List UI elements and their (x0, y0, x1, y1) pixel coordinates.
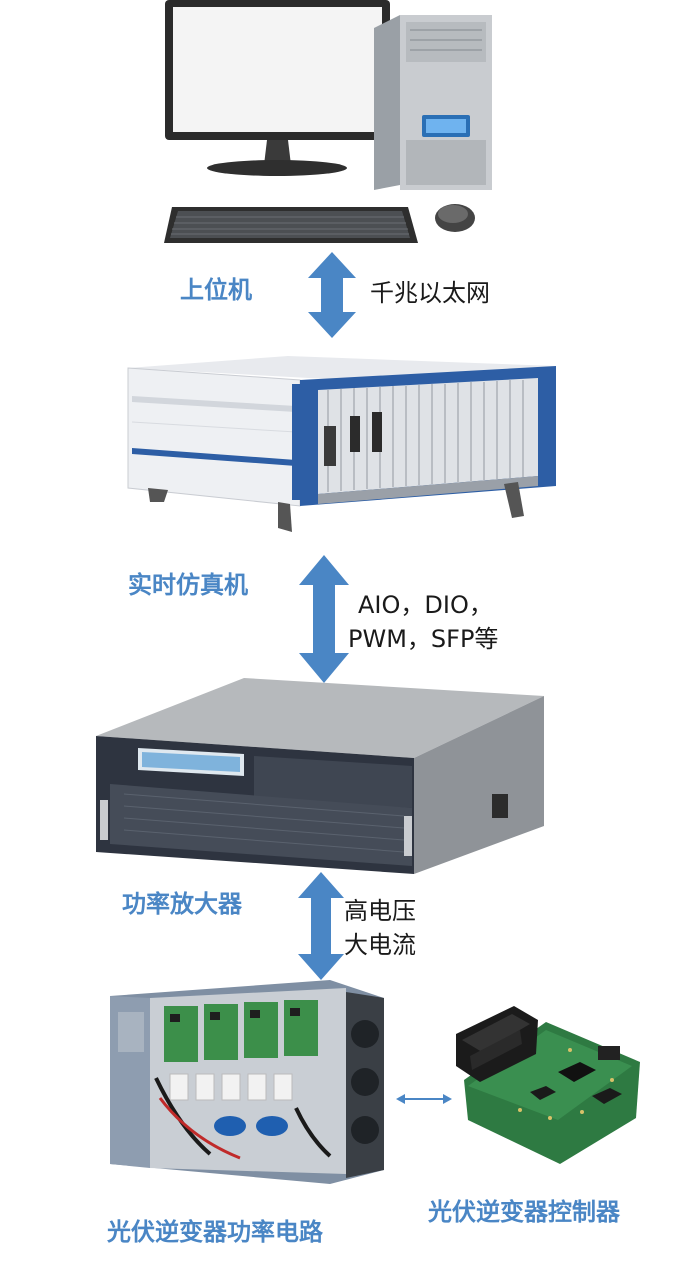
interfaces-label-line1: AIO，DIO， (358, 591, 493, 619)
high-voltage-label: 高电压 (344, 897, 416, 925)
rt-simulator-label: 实时仿真机 (128, 571, 248, 599)
driver-board (164, 1006, 198, 1062)
high-current-label: 大电流 (344, 931, 416, 959)
tower-side (374, 15, 400, 190)
power-amplifier-label: 功率放大器 (122, 890, 242, 918)
small-bidirectional-arrow-icon (396, 1094, 452, 1104)
bidirectional-arrow-icon (298, 872, 344, 980)
monitor-screen (173, 7, 382, 132)
controller-board-icon (456, 1006, 640, 1164)
driver-board (244, 1002, 278, 1058)
interfaces-label-line2: PWM，SFP等 (348, 625, 499, 653)
ethernet-label: 千兆以太网 (370, 279, 490, 307)
rack-chassis-icon (127, 356, 556, 532)
driver-board (204, 1004, 238, 1060)
chassis-brand-stripe (132, 448, 296, 466)
driver-board (284, 1000, 318, 1056)
amplifier-side (414, 696, 544, 874)
desktop-computer-icon (164, 0, 492, 243)
host-pc-label: 上位机 (180, 276, 252, 304)
pv-power-circuit-label: 光伏逆变器功率电路 (107, 1218, 323, 1246)
inverter-circuit-icon (110, 980, 384, 1184)
bidirectional-arrow-icon (308, 252, 356, 338)
power-amplifier-icon (96, 678, 544, 874)
monitor-stand-base (207, 160, 347, 176)
chassis-left-panel (127, 367, 301, 507)
pv-controller-label: 光伏逆变器控制器 (428, 1198, 620, 1226)
bidirectional-arrow-icon (299, 555, 349, 683)
monitor-stand-neck (264, 140, 291, 165)
